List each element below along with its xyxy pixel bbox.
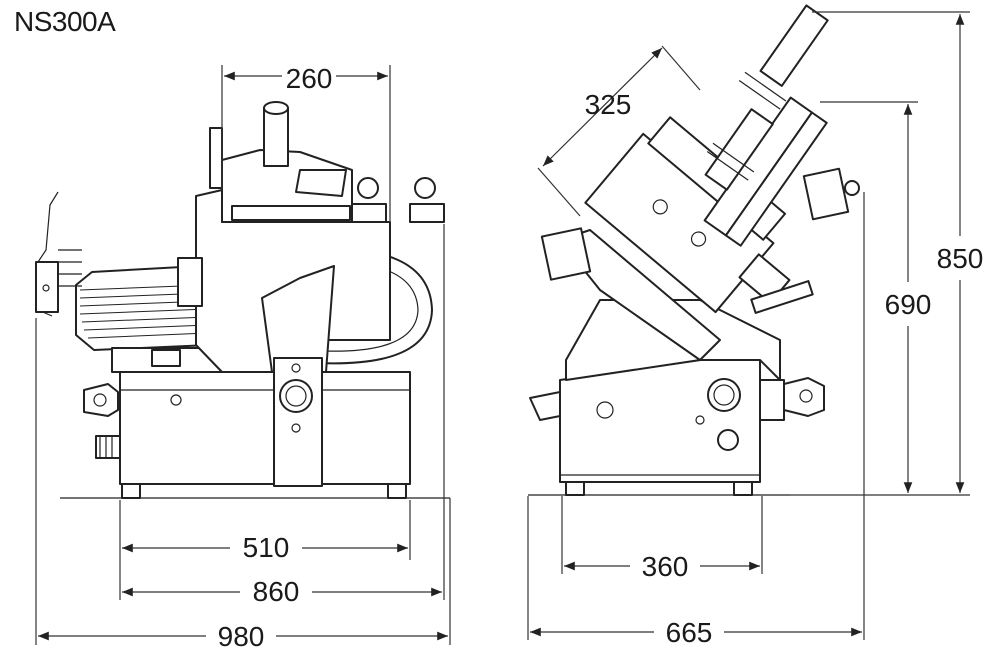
dim-360-label: 360 bbox=[642, 551, 689, 582]
dim-665-label: 665 bbox=[666, 617, 713, 648]
model-title: NS300A bbox=[14, 6, 116, 37]
dim-325-label: 325 bbox=[585, 89, 632, 120]
dim-980-label: 980 bbox=[218, 621, 265, 652]
dim-690-label: 690 bbox=[885, 289, 932, 320]
dim-260-label: 260 bbox=[286, 63, 333, 94]
dim-510-label: 510 bbox=[243, 532, 290, 563]
dim-860-label: 860 bbox=[253, 576, 300, 607]
front-dimensions: 260 510 860 980 bbox=[35, 63, 451, 652]
dim-850-label: 850 bbox=[937, 243, 984, 274]
side-dimensions: 325 360 665 690 850 bbox=[527, 11, 984, 648]
front-view bbox=[35, 101, 450, 499]
side-view bbox=[528, 4, 860, 496]
